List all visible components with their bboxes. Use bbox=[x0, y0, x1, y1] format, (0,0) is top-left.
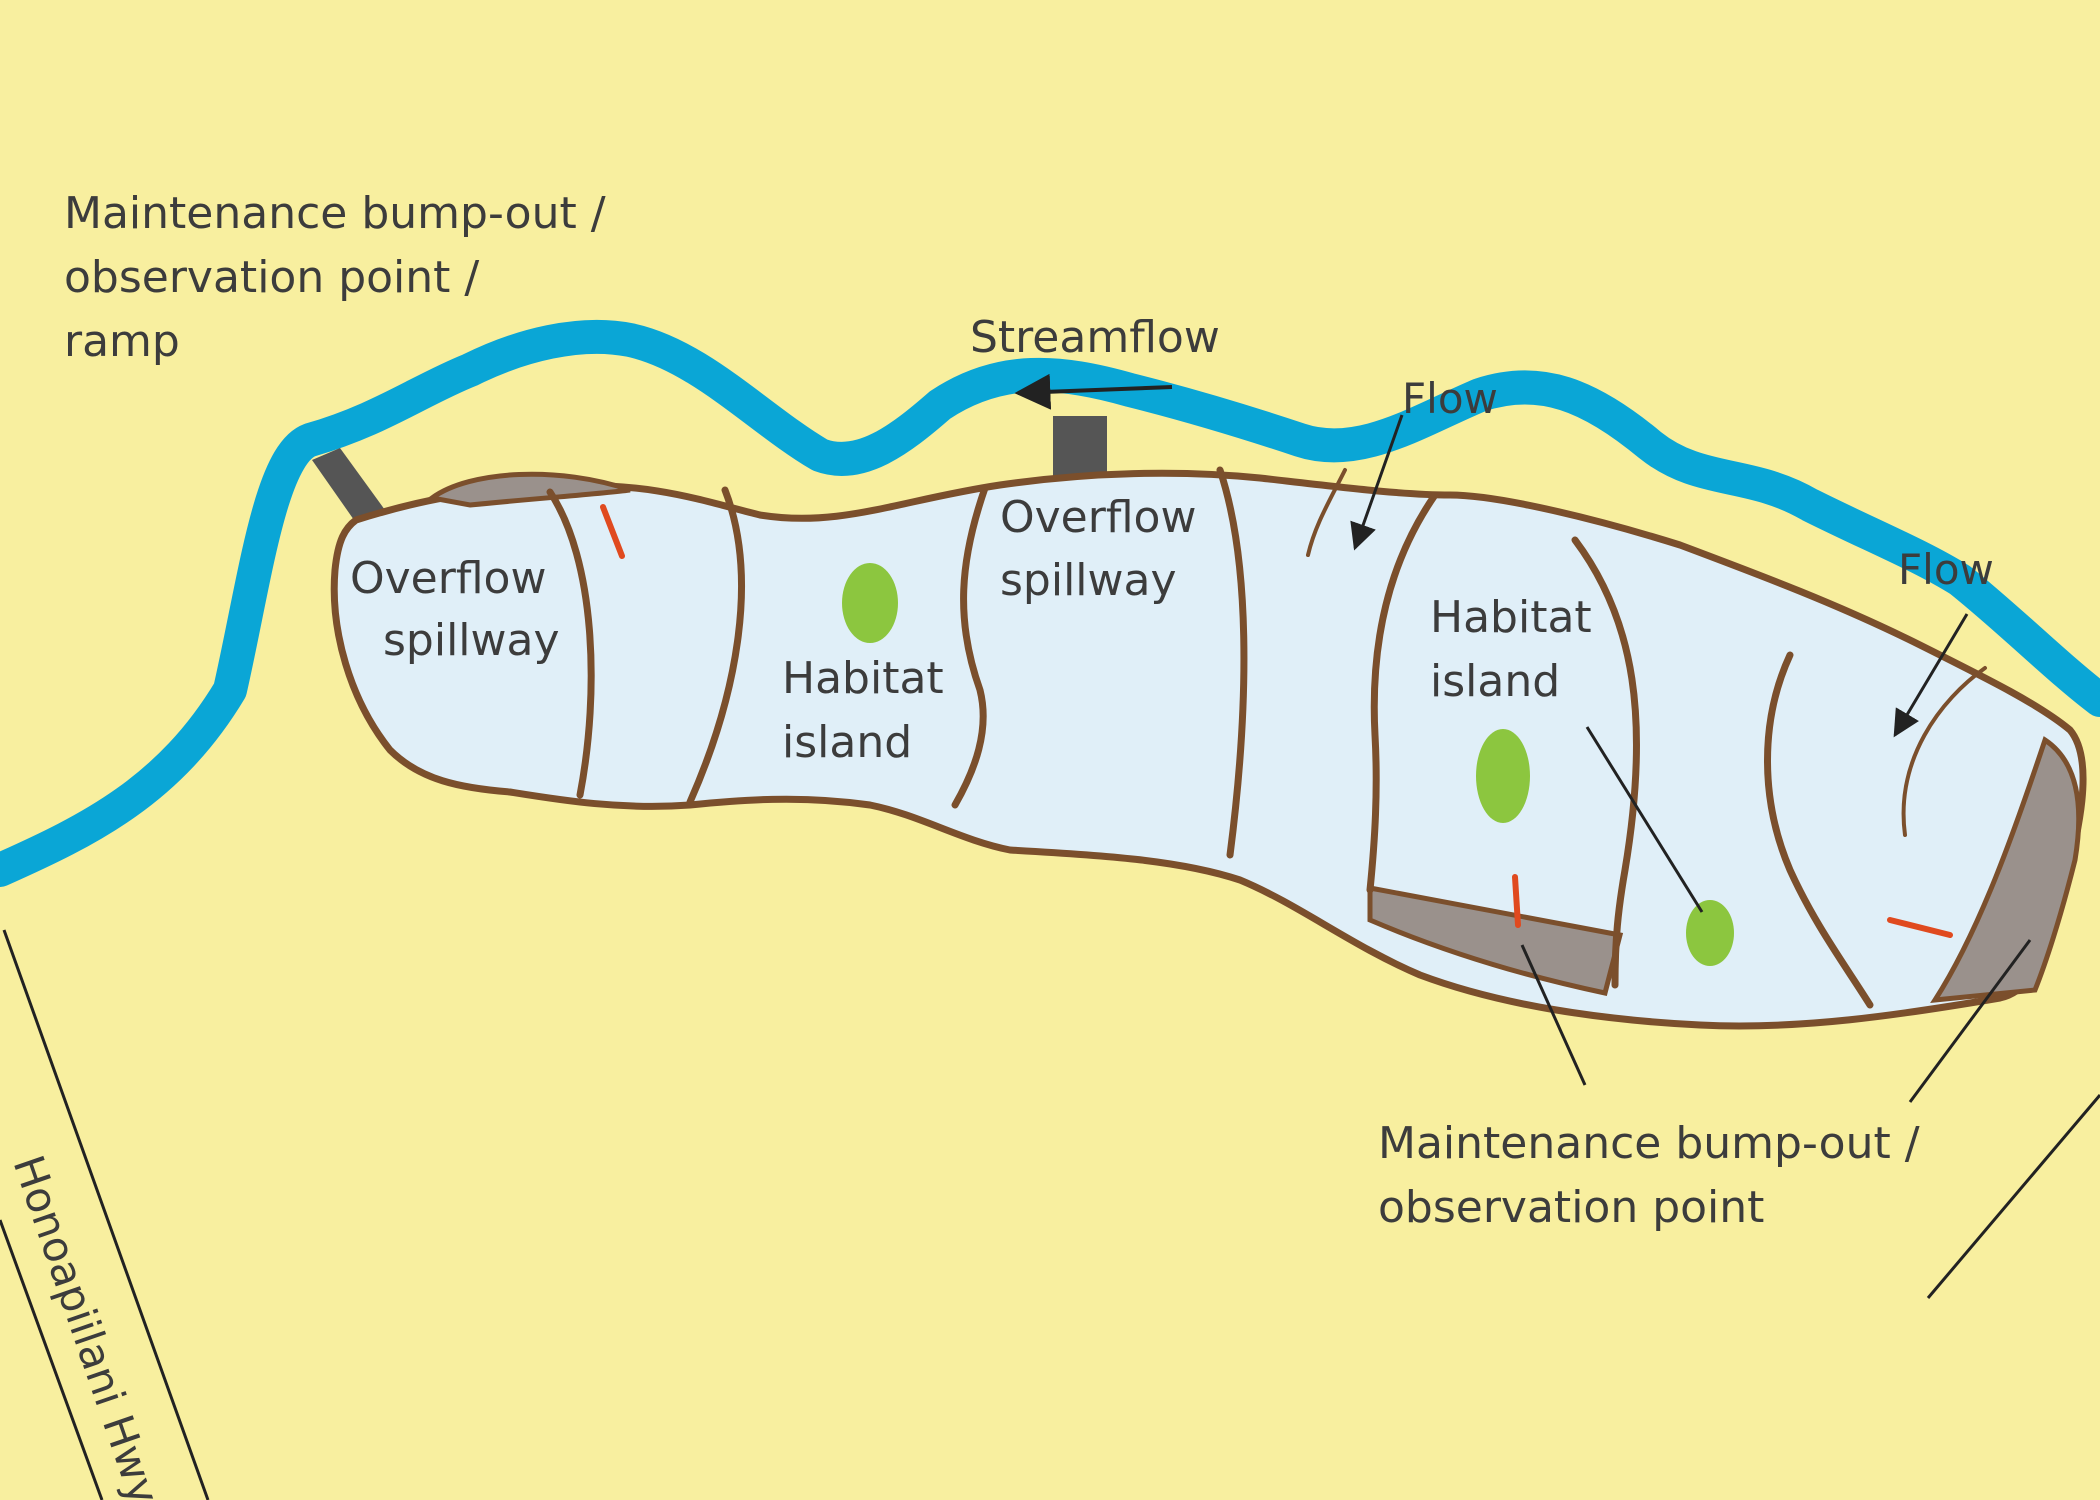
leader-bumpout-2 bbox=[1908, 939, 2032, 1103]
stream bbox=[0, 319, 2100, 887]
label-bumpout-top-3: ramp bbox=[64, 316, 180, 367]
label-bumpout-bottom-1: Maintenance bump-out / bbox=[1378, 1118, 1920, 1169]
label-overflow-1-line1: Overflow bbox=[350, 553, 546, 604]
cell-dividers bbox=[546, 466, 1987, 1009]
label-overflow-2-line1: Overflow bbox=[1000, 492, 1196, 543]
label-habitat-2-line1: Habitat bbox=[1430, 592, 1592, 643]
divider-5 bbox=[1366, 491, 1439, 894]
leader-bumpout-1 bbox=[1520, 944, 1587, 1086]
label-bumpout-top-2: observation point / bbox=[64, 252, 479, 303]
label-habitat-2-line2: island bbox=[1430, 656, 1560, 707]
habitat-island-1 bbox=[842, 563, 898, 643]
flow-arrow-1 bbox=[1350, 414, 1404, 551]
label-flow-1: Flow bbox=[1402, 374, 1498, 423]
label-overflow-2-line2: spillway bbox=[1000, 555, 1177, 606]
divider-1 bbox=[546, 488, 595, 799]
label-flow-2: Flow bbox=[1898, 545, 1994, 594]
ramp-middle bbox=[1053, 416, 1107, 480]
leader-lines bbox=[1520, 726, 2100, 1299]
divider-7 bbox=[1764, 651, 1874, 1009]
divider-3 bbox=[951, 484, 989, 809]
highway-line-2 bbox=[0, 1219, 104, 1500]
streamflow-arrow bbox=[1014, 373, 1173, 410]
marker-3 bbox=[1887, 917, 1953, 938]
leader-habitat-2 bbox=[1585, 726, 1704, 913]
label-habitat-1-line1: Habitat bbox=[782, 653, 944, 704]
bumpout-right bbox=[1930, 736, 2082, 1004]
label-overflow-1-line2: spillway bbox=[383, 615, 560, 666]
habitat-island-2 bbox=[1476, 729, 1530, 823]
marker-1 bbox=[600, 504, 625, 559]
flow-curve-2 bbox=[1901, 666, 1987, 837]
habitat-island-3 bbox=[1686, 900, 1734, 966]
highway-line-1 bbox=[2, 929, 210, 1500]
label-bumpout-top-1: Maintenance bump-out / bbox=[64, 188, 606, 239]
marker-2 bbox=[1512, 874, 1521, 928]
bumpout-bottom bbox=[1367, 884, 1624, 996]
divider-2 bbox=[686, 486, 745, 806]
highway-lines bbox=[0, 929, 210, 1500]
leader-bumpout-3 bbox=[1926, 1094, 2100, 1299]
flow-arrow-2 bbox=[1893, 613, 1969, 738]
label-habitat-1-line2: island bbox=[782, 717, 912, 768]
label-streamflow: Streamflow bbox=[970, 312, 1220, 363]
divider-4 bbox=[1216, 466, 1248, 859]
flow-curve-1 bbox=[1306, 468, 1347, 557]
label-bumpout-bottom-2: observation point bbox=[1378, 1182, 1764, 1233]
bumpout-top bbox=[425, 471, 631, 508]
markers bbox=[600, 504, 1953, 938]
